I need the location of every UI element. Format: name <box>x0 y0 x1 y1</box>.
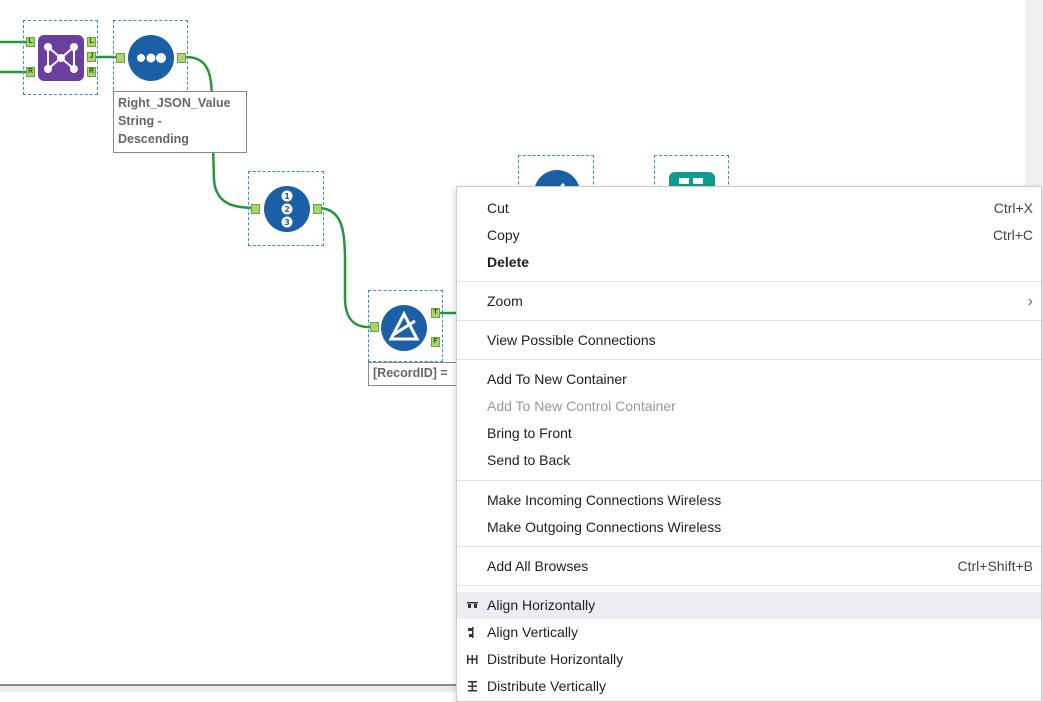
menu-item-add-to-new-container[interactable]: Add To New Container <box>487 371 627 387</box>
menu-item-make-outgoing-wireless[interactable]: Make Outgoing Connections Wireless <box>487 519 722 535</box>
menu-separator <box>457 281 1041 282</box>
join-icon <box>38 35 84 81</box>
filter-annotation: [RecordID] = <box>368 362 458 386</box>
sort-input-anchor[interactable] <box>116 53 125 63</box>
join-output-left-anchor[interactable]: L <box>87 37 96 47</box>
context-menu: Cut Ctrl+X Copy Ctrl+C Delete Zoom › Vie… <box>456 186 1042 702</box>
menu-separator <box>457 546 1041 547</box>
sort-icon <box>128 35 174 81</box>
record-id-output-anchor[interactable] <box>313 204 322 214</box>
shortcut-add-all-browses: Ctrl+Shift+B <box>957 558 1033 574</box>
menu-item-distribute-vertically[interactable]: Distribute Vertically <box>457 673 1041 700</box>
menu-separator <box>457 585 1041 586</box>
record-id-icon: 1 2 3 <box>264 186 310 232</box>
menu-item-align-horizontally[interactable]: Align Horizontally <box>457 592 1041 619</box>
menu-item-make-incoming-wireless[interactable]: Make Incoming Connections Wireless <box>487 492 722 508</box>
join-tool[interactable]: L R L J R <box>23 20 98 95</box>
align-horizontal-icon <box>467 602 478 608</box>
shortcut-copy: Ctrl+C <box>992 227 1033 243</box>
menu-item-delete[interactable]: Delete <box>487 254 530 270</box>
menu-item-view-possible-connections[interactable]: View Possible Connections <box>487 332 656 348</box>
connection-record-to-filter <box>317 206 375 329</box>
align-vertical-icon <box>468 627 474 638</box>
menu-item-send-to-back[interactable]: Send to Back <box>487 452 571 468</box>
join-output-join-anchor[interactable]: J <box>87 52 96 62</box>
sort-annotation: Right_JSON_Value String - Descending <box>113 91 247 153</box>
svg-text:2: 2 <box>284 205 290 214</box>
menu-item-add-all-browses[interactable]: Add All Browses Ctrl+Shift+B <box>457 553 1041 580</box>
distribute-vertical-icon <box>468 681 477 692</box>
filter-false-anchor[interactable]: F <box>431 337 440 347</box>
filter-true-anchor[interactable]: T <box>431 308 440 318</box>
menu-item-zoom[interactable]: Zoom › <box>457 288 1041 315</box>
record-id-tool[interactable]: 1 2 3 <box>248 171 324 246</box>
sort-output-anchor[interactable] <box>177 53 186 63</box>
filter-input-anchor[interactable] <box>370 322 379 332</box>
svg-text:3: 3 <box>284 218 290 227</box>
menu-item-align-vertically[interactable]: Align Vertically <box>457 619 1041 646</box>
shortcut-cut: Ctrl+X <box>993 200 1033 216</box>
menu-item-bring-to-front[interactable]: Bring to Front <box>487 425 572 441</box>
distribute-horizontal-icon <box>467 655 478 664</box>
svg-text:1: 1 <box>284 192 290 201</box>
filter-tool[interactable]: T F <box>368 290 443 362</box>
menu-item-add-to-new-control-container: Add To New Control Container <box>487 398 676 414</box>
horizontal-scrollbar[interactable] <box>0 684 456 692</box>
join-output-right-anchor[interactable]: R <box>87 67 96 77</box>
record-id-input-anchor[interactable] <box>251 204 260 214</box>
join-input-left-anchor[interactable]: L <box>26 37 35 47</box>
menu-item-distribute-horizontally[interactable]: Distribute Horizontally <box>457 646 1041 673</box>
join-input-right-anchor[interactable]: R <box>26 67 35 77</box>
sort-tool[interactable] <box>113 20 188 95</box>
menu-item-copy[interactable]: Copy Ctrl+C <box>457 222 1041 249</box>
menu-item-cut[interactable]: Cut Ctrl+X <box>457 195 1041 222</box>
menu-separator <box>457 359 1041 360</box>
menu-separator <box>457 480 1041 481</box>
filter-icon <box>381 305 427 351</box>
chevron-right-icon: › <box>1027 293 1033 310</box>
menu-separator <box>457 320 1041 321</box>
